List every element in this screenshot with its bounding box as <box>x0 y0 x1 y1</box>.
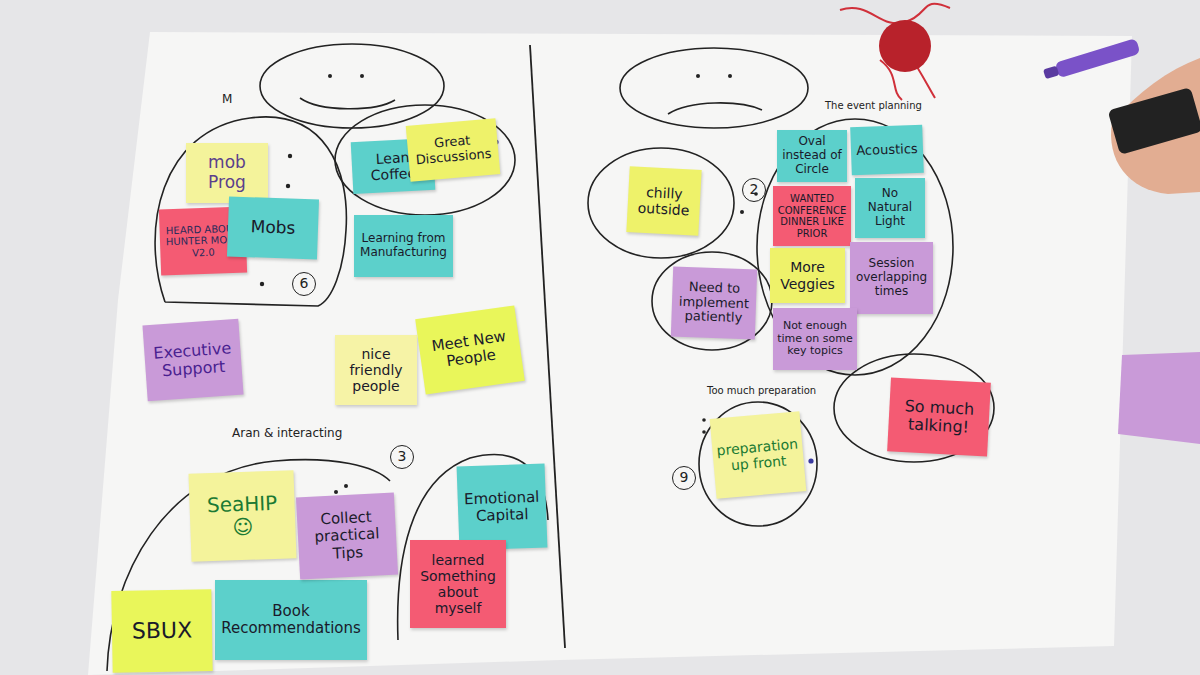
callout-number: 2 <box>742 178 766 202</box>
note-text: Collect practical Tips <box>301 508 394 564</box>
sticky-note: preparation up front <box>710 411 807 499</box>
phone <box>1108 87 1200 155</box>
paper-sheet <box>88 32 1132 675</box>
divider-line <box>530 45 565 648</box>
cluster-outline: The event planningOval instead of Circle… <box>755 100 955 378</box>
sticky-note: Need to implement patiently <box>671 267 757 340</box>
sticky-note: Mobs <box>227 196 319 259</box>
note-text: preparation up front <box>716 435 800 474</box>
cluster-line <box>699 402 817 526</box>
cluster-outline <box>834 354 994 462</box>
note-text: Oval instead of Circle <box>781 135 843 176</box>
note-text: WANTED CONFERENCE DINNER LIKE PRIOR <box>777 193 847 239</box>
cluster-outline <box>155 117 346 306</box>
note-text: Great Discussions <box>411 132 495 169</box>
cluster-heading: The event planning <box>825 100 922 111</box>
sticky-note: nice friendly people <box>335 335 417 405</box>
cluster-outline: Aran & interactingSeaHIP ☺ Book Recommend… <box>105 426 435 675</box>
cluster-heading: Aran & interacting <box>232 426 342 440</box>
face-frown <box>668 103 762 114</box>
sticky-note: Acoustics <box>850 125 924 175</box>
cluster-outline <box>652 252 772 350</box>
note-text: SBUX <box>132 618 193 644</box>
sticky-note: mob Prog <box>186 143 268 203</box>
sticky-note-blank <box>1118 352 1200 444</box>
note-text: nice friendly people <box>339 346 413 394</box>
note-text: More Veggies <box>774 259 841 291</box>
sticky-note: SBUX <box>111 589 212 673</box>
sticky-note: Not enough time on some key topics <box>773 308 857 370</box>
sticky-note: Learning from Manufacturing <box>354 215 453 277</box>
sticky-note: So much talking! <box>887 377 991 456</box>
sticky-note: Great Discussions <box>406 118 501 182</box>
face-eye <box>696 74 700 78</box>
sticky-note: Meet New People <box>415 305 525 394</box>
callout-number: 9 <box>672 466 696 490</box>
cluster-heading: Too much preparation <box>707 385 816 396</box>
cluster-line <box>757 119 953 375</box>
face-eye <box>360 74 364 78</box>
sticky-note: SeaHIP ☺ <box>188 470 296 562</box>
red-ball <box>879 20 931 72</box>
sticky-note: chilly outside <box>626 166 701 236</box>
note-text: learned Something about myself <box>414 552 502 616</box>
note-text: SeaHIP ☺ <box>193 491 292 540</box>
sticky-note: More Veggies <box>770 248 845 303</box>
cluster-outline <box>398 455 548 640</box>
callout-number: 3 <box>390 445 414 469</box>
note-text: chilly outside <box>631 183 697 218</box>
callout-number: 6 <box>292 272 316 296</box>
note-text: mob Prog <box>190 153 264 192</box>
face-smile <box>300 98 395 109</box>
vote-dots <box>260 139 814 502</box>
sticky-note: Executive Support <box>142 319 243 402</box>
note-text: Mobs <box>250 217 295 238</box>
note-text: Emotional Capital <box>461 488 542 525</box>
sticky-note: No Natural Light <box>855 178 925 238</box>
sticky-note: Session overlapping times <box>850 242 933 314</box>
note-text: No Natural Light <box>859 187 921 228</box>
note-text: Acoustics <box>856 141 918 158</box>
sticky-note: WANTED CONFERENCE DINNER LIKE PRIOR <box>773 186 851 246</box>
note-label: M <box>222 92 232 106</box>
note-text: So much talking! <box>892 396 986 438</box>
sticky-note: Emotional Capital <box>457 463 548 550</box>
sticky-note: learned Something about myself <box>410 540 506 628</box>
ribbon <box>840 4 950 100</box>
sad-face <box>620 48 808 128</box>
note-text: Not enough time on some key topics <box>777 320 853 358</box>
cluster-outline <box>588 148 734 258</box>
marker-pen <box>1042 38 1140 82</box>
note-text: Book Recommendations <box>219 603 363 638</box>
sticky-note: Book Recommendations <box>215 580 367 660</box>
cluster-outline: Too much preparation preparation up front <box>697 385 819 527</box>
sticky-note: Oval instead of Circle <box>777 130 847 182</box>
face-eye <box>328 74 332 78</box>
face-eye <box>728 74 732 78</box>
sticky-note: Collect practical Tips <box>296 492 398 579</box>
note-text: Executive Support <box>148 339 238 382</box>
note-text: Learning from Manufacturing <box>358 232 449 260</box>
note-text: Need to implement patiently <box>675 279 753 326</box>
note-text: Session overlapping times <box>854 257 929 298</box>
happy-face <box>260 44 444 128</box>
cluster-outline <box>335 105 515 215</box>
note-text: Meet New People <box>422 327 518 374</box>
